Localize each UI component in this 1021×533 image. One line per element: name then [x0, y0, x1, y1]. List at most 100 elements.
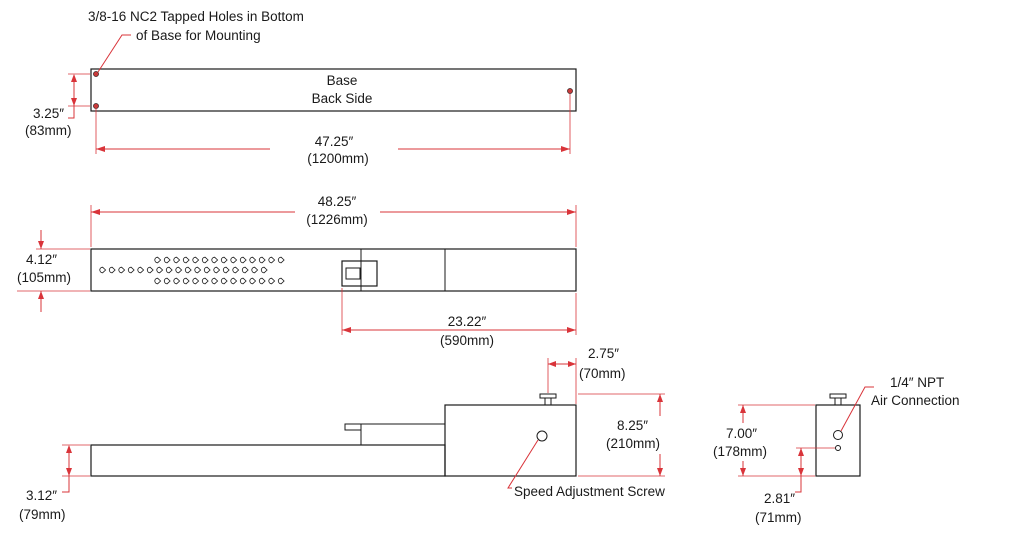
side-base-dim-in: 3.12″	[26, 488, 57, 503]
slot-2-3	[182, 277, 190, 285]
slot-0-4	[192, 256, 200, 264]
slot-2-2	[173, 277, 181, 285]
drive-housing	[444, 404, 577, 477]
slot-pattern	[99, 256, 285, 285]
npt-label-line2: Air Connection	[871, 393, 960, 408]
end-lower-arrow-top	[798, 448, 804, 456]
end-lower-dim-in: 2.81″	[764, 491, 795, 506]
slot-0-7	[220, 256, 228, 264]
tapped-hole-right	[567, 88, 573, 94]
overall-dim-in: 48.25″	[318, 194, 357, 209]
height-leader	[68, 106, 75, 119]
slot-1-11	[203, 266, 211, 274]
side-base-arrow-bottom	[66, 468, 72, 476]
side-base-dim-mm: (79mm)	[19, 507, 66, 522]
slot-2-8	[230, 277, 238, 285]
slot-0-13	[277, 256, 285, 264]
tapped-hole-top-left	[93, 71, 99, 77]
top-length-dim-in: 47.25″	[315, 134, 354, 149]
housing-knob-stem	[544, 397, 552, 406]
length-arrow-right	[561, 146, 570, 152]
slot-1-7	[165, 266, 173, 274]
slot-0-11	[258, 256, 266, 264]
slot-1-17	[260, 266, 268, 274]
slot-0-9	[239, 256, 247, 264]
side-rail	[90, 444, 446, 477]
slot-2-5	[201, 277, 209, 285]
base-label-line2: Back Side	[312, 91, 373, 106]
npt-leader	[840, 386, 874, 432]
base-outline	[90, 68, 577, 112]
slot-1-9	[184, 266, 192, 274]
height-arrow-bottom	[71, 98, 77, 106]
speed-screw-hole	[536, 430, 548, 442]
carriage-tab	[345, 267, 361, 280]
actuator-outline	[90, 248, 577, 292]
slot-0-3	[182, 256, 190, 264]
side-view: Speed Adjustment Screw 3.12″ (79mm) 2.75…	[19, 346, 665, 522]
slot-0-8	[230, 256, 238, 264]
slot-0-1	[163, 256, 171, 264]
carriage-plate	[360, 248, 446, 292]
side-tab	[344, 423, 362, 431]
slot-0-5	[201, 256, 209, 264]
box-height-arrow-bottom	[657, 468, 663, 476]
tapped-holes-callout-line1: 3/8-16 NC2 Tapped Holes in Bottom	[88, 9, 304, 24]
base-label-line1: Base	[327, 73, 358, 88]
box-width-arrow-right	[568, 361, 576, 367]
tapped-hole-bottom-left	[93, 103, 99, 109]
slot-1-16	[251, 266, 259, 274]
slot-0-12	[268, 256, 276, 264]
slot-2-10	[249, 277, 257, 285]
end-lower-leader	[795, 476, 802, 493]
slot-2-9	[239, 277, 247, 285]
side-base-arrow-top	[66, 445, 72, 453]
overall-arrow-left	[91, 209, 100, 215]
mid-height-dim-mm: (105mm)	[17, 270, 71, 285]
slot-1-0	[99, 266, 107, 274]
slot-0-0	[154, 256, 162, 264]
mid-height-dim-in: 4.12″	[26, 252, 57, 267]
overall-arrow-right	[567, 209, 576, 215]
slot-2-0	[154, 277, 162, 285]
end-height-arrow-bottom	[740, 468, 746, 476]
npt-label-line1: 1/4″ NPT	[890, 375, 944, 390]
carriage-block	[341, 260, 378, 287]
slot-0-10	[249, 256, 257, 264]
top-view: Base Back Side 3/8-16 NC2 Tapped Holes i…	[25, 9, 577, 166]
air-connection-port	[833, 430, 843, 440]
end-housing	[815, 404, 861, 477]
slot-1-13	[222, 266, 230, 274]
top-height-dim-mm: (83mm)	[25, 123, 72, 138]
end-small-hole	[835, 445, 841, 451]
slot-1-3	[127, 266, 135, 274]
height-arrow-top	[71, 74, 77, 82]
end-lower-arrow-bottom	[798, 468, 804, 476]
slot-0-2	[173, 256, 181, 264]
stroke-dim-in: 23.22″	[448, 314, 487, 329]
slot-2-11	[258, 277, 266, 285]
slot-1-4	[137, 266, 145, 274]
slot-2-4	[192, 277, 200, 285]
slot-0-6	[211, 256, 219, 264]
top-length-dim-mm: (1200mm)	[307, 151, 369, 166]
slot-1-12	[213, 266, 221, 274]
end-height-dim-mm: (178mm)	[713, 444, 767, 459]
box-width-dim-in: 2.75″	[588, 346, 619, 361]
end-view: 1/4″ NPT Air Connection 7.00″ (178mm) 2.…	[713, 375, 960, 525]
slot-2-1	[163, 277, 171, 285]
length-arrow-left	[96, 146, 105, 152]
middle-view: 48.25″ (1226mm) 4.12″ (105mm) 23.22″ (59…	[17, 194, 577, 348]
slot-2-13	[277, 277, 285, 285]
slot-1-5	[146, 266, 154, 274]
mid-height-arrow-top	[38, 241, 44, 249]
end-knob-cap	[829, 393, 847, 399]
callout-leader	[97, 34, 131, 73]
slot-1-15	[241, 266, 249, 274]
box-height-dim-in: 8.25″	[617, 418, 648, 433]
top-height-dim-in: 3.25″	[33, 106, 64, 121]
tapped-holes-callout-line2: of Base for Mounting	[136, 28, 261, 43]
slot-1-10	[194, 266, 202, 274]
side-carriage	[360, 423, 446, 446]
